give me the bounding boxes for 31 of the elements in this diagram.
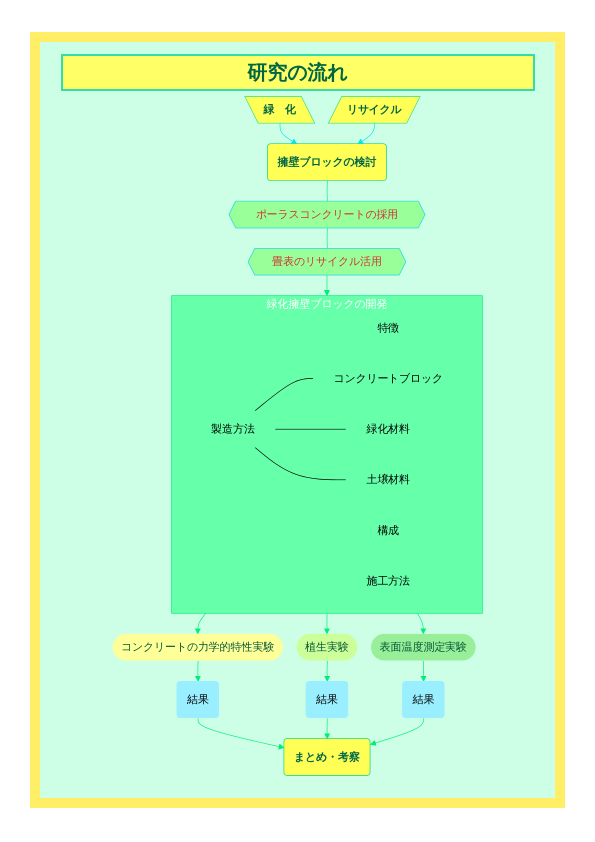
node-box: 結果	[402, 681, 445, 718]
node-box: コンクリートの力学的特性実験	[112, 634, 283, 661]
node-text: 緑化材料	[366, 422, 410, 436]
node-text: 構成	[377, 524, 400, 537]
arrow	[198, 718, 284, 750]
arrow	[357, 123, 375, 144]
node-text: 土壌材料	[366, 472, 410, 486]
arrow	[370, 718, 424, 746]
connector	[326, 180, 328, 202]
node-box: 結果	[176, 681, 219, 718]
arrow	[324, 718, 330, 740]
connector	[274, 428, 346, 430]
arrow	[420, 660, 426, 682]
arrow	[324, 274, 330, 296]
node-box: 植生実験	[296, 634, 358, 661]
arrow	[417, 612, 426, 634]
title-banner: 研究の流れ	[60, 54, 534, 91]
node-text: 施工方法	[366, 574, 410, 588]
connector	[254, 447, 346, 480]
arrow	[324, 660, 330, 682]
node-text: コンクリートブロック	[333, 372, 443, 385]
node-text: 特徴	[377, 321, 400, 334]
arrow	[324, 612, 330, 634]
connector	[254, 378, 314, 412]
node-box: 表面温度測定実験	[371, 634, 476, 661]
arrow	[194, 660, 201, 682]
arrow	[194, 612, 206, 634]
arrow	[280, 123, 298, 144]
connector	[326, 228, 328, 250]
node-text: 製造方法	[210, 422, 255, 436]
node-box: 結果	[306, 681, 348, 718]
